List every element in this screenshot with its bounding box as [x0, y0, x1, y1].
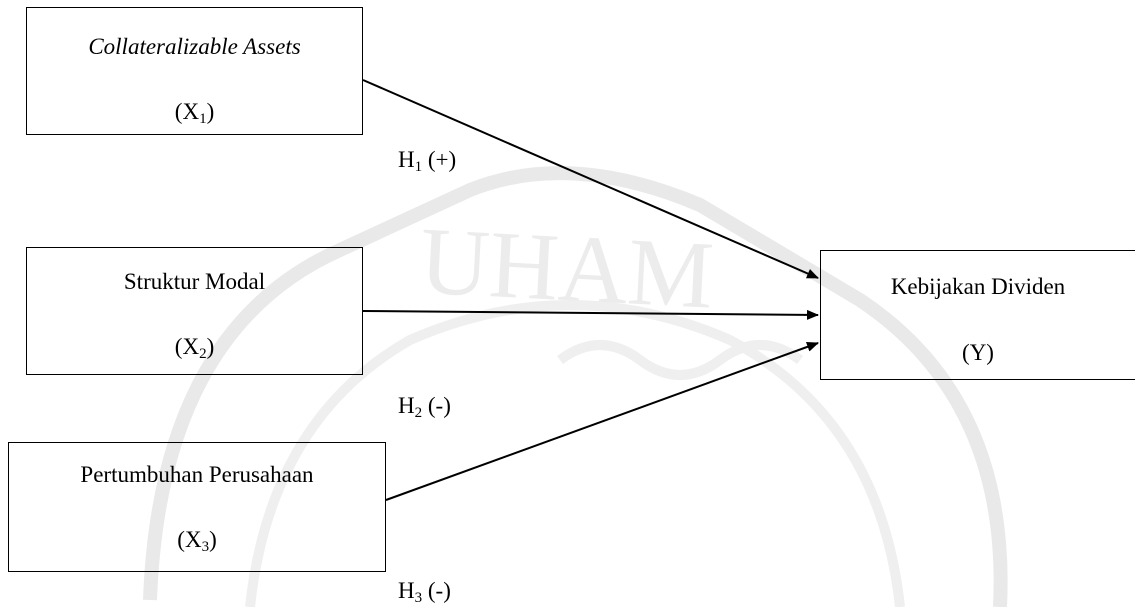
node-x2-subscript: 2: [199, 346, 207, 362]
arrow-x1-to-y: [362, 79, 819, 279]
node-x3-symbol-letter: X: [184, 527, 202, 552]
node-x2-symbol-letter: X: [182, 334, 200, 359]
hypothesis-h1-letter: H: [398, 147, 415, 172]
hypothesis-h1-number: 1: [414, 159, 423, 175]
hypothesis-h3-letter: H: [398, 578, 415, 603]
node-x1-title: Collateralizable Assets: [88, 34, 301, 59]
node-collateralizable-assets: Collateralizable Assets (X1): [26, 7, 363, 135]
node-pertumbuhan-perusahaan: Pertumbuhan Perusahaan (X3): [8, 442, 386, 572]
hypothesis-label-h1: H1 (+): [398, 146, 457, 175]
arrow-x2-to-y: [362, 309, 819, 320]
hypothesis-label-h3: H3 (-): [398, 577, 451, 606]
hypothesis-h2-letter: H: [398, 393, 415, 418]
arrow-x3-to-y: [385, 342, 819, 501]
node-x1-symbol-letter: X: [182, 99, 200, 124]
node-x3-subscript: 3: [201, 539, 210, 555]
hypothesis-h2-sign: (-): [427, 393, 451, 418]
node-x1-symbol: (X1): [174, 99, 215, 127]
hypothesis-label-h2: H2 (-): [398, 392, 451, 421]
node-x2-symbol: (X2): [174, 334, 215, 362]
node-x3-title: Pertumbuhan Perusahaan: [80, 462, 314, 487]
hypothesis-h1-sign: (+): [427, 147, 457, 172]
node-kebijakan-dividen: Kebijakan Dividen (Y): [820, 250, 1135, 380]
hypothesis-h3-sign: (-): [427, 578, 451, 603]
node-y-title: Kebijakan Dividen: [890, 274, 1066, 299]
node-x1-subscript: 1: [199, 111, 207, 127]
node-struktur-modal: Struktur Modal (X2): [26, 247, 363, 375]
node-x2-title: Struktur Modal: [123, 269, 266, 294]
node-y-symbol: (Y): [962, 340, 994, 365]
node-x3-symbol: (X3): [177, 527, 217, 555]
hypothesis-h3-number: 3: [414, 590, 423, 606]
hypothesis-h2-number: 2: [414, 405, 423, 421]
